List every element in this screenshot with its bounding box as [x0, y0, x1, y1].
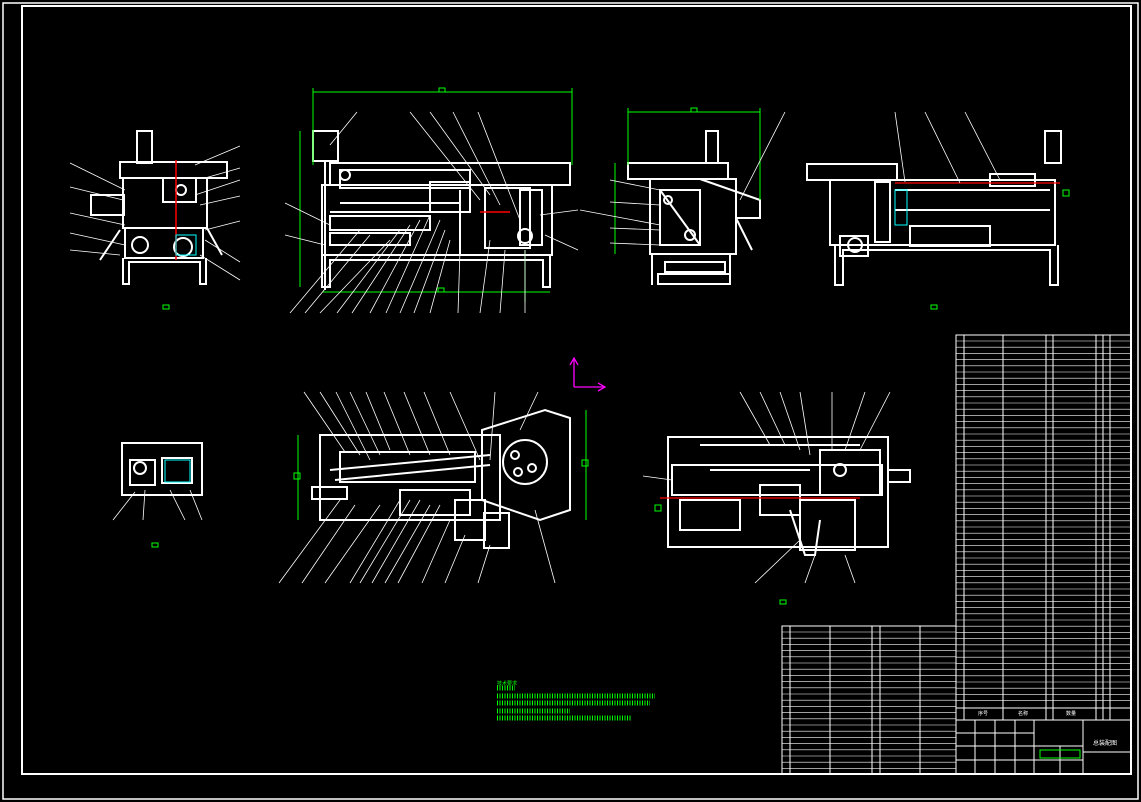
hatch-region: [175, 234, 197, 256]
front-view: [312, 130, 571, 290]
section-view-dimensions: [297, 410, 587, 520]
section-view: [311, 408, 571, 549]
inner-frame: [21, 5, 1132, 775]
parts-list-table: [955, 334, 1132, 721]
hatch-region: [164, 459, 191, 483]
technical-notes-lines: [497, 685, 655, 721]
left-view-leaders: [69, 145, 241, 281]
ucs-icon: [569, 356, 607, 392]
title-stamp-box: [1039, 749, 1081, 759]
technical-notes-heading: 技术要求: [497, 681, 518, 687]
detail-right-leaders: [642, 391, 891, 584]
parts-list-rows-lower: [782, 631, 956, 769]
right-view: [627, 130, 761, 285]
detail-view-small: [121, 442, 203, 496]
right-view-dimensions: [614, 108, 761, 254]
side-view-2: [806, 130, 1062, 286]
parts-header-1: 名称: [1018, 711, 1029, 717]
section-view-leaders: [278, 391, 556, 584]
hatch-region: [894, 189, 908, 226]
parts-header-0: 序号: [978, 711, 989, 717]
title-block: [955, 719, 1132, 775]
label-markers: [151, 87, 1070, 605]
title-stamp-text: 总装配图: [1093, 740, 1118, 747]
right-view-leaders: [579, 111, 786, 246]
front-view-leaders: [284, 111, 579, 314]
detail-small-leaders: [112, 489, 203, 521]
side-view-2-leaders: [894, 111, 1001, 184]
detail-view-right: [667, 436, 911, 556]
parts-list-rows: [956, 340, 1131, 701]
parts-header-2: 数量: [1066, 711, 1077, 717]
left-view: [90, 130, 228, 285]
